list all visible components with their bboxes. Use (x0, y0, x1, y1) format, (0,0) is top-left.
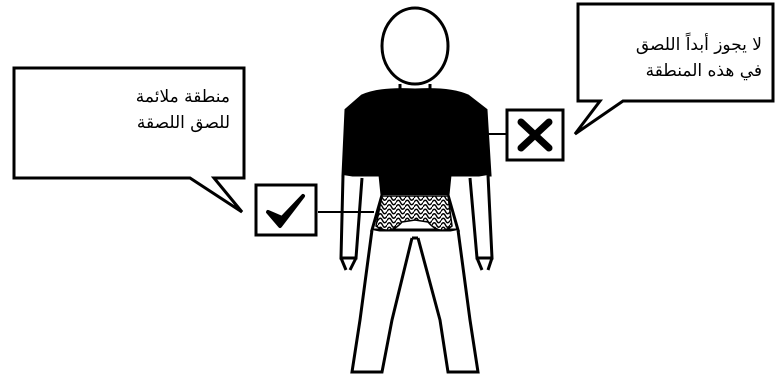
left-leg (352, 230, 412, 372)
forbidden-zone-label-line1: لا يجوز أبداً اللصق (588, 32, 762, 58)
forbidden-zone-label: لا يجوز أبداً اللصق في هذه المنطقة (588, 32, 762, 84)
right-arm (470, 175, 492, 258)
forbidden-zone-label-line2: في هذه المنطقة (588, 58, 762, 84)
cross-icon (507, 110, 563, 160)
torso-shirt (343, 90, 490, 195)
head (382, 8, 448, 84)
right-leg (418, 230, 478, 372)
left-arm (341, 175, 362, 258)
allowed-zone-label-line1: منطقة ملائمة (60, 84, 230, 110)
allowed-zone-label-line2: للصق اللصقة (60, 110, 230, 136)
checkmark-icon (256, 185, 316, 235)
human-figure (341, 8, 492, 372)
allowed-zone-label: منطقة ملائمة للصق اللصقة (60, 84, 230, 136)
